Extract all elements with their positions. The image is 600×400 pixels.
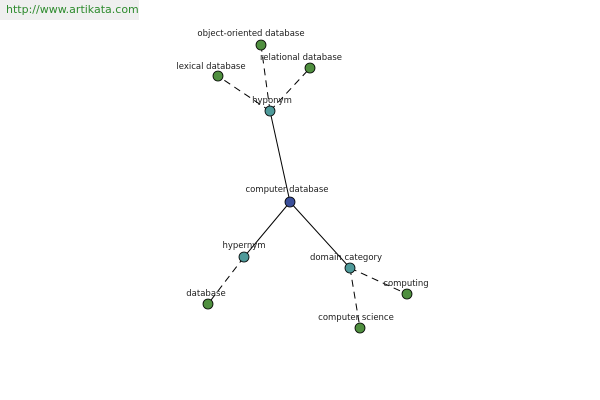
node-computer-science[interactable]: [354, 322, 366, 334]
node-hypernym[interactable]: [238, 251, 250, 263]
node-label-database[interactable]: database: [186, 289, 225, 299]
watermark-url[interactable]: http://www.artikata.com: [0, 0, 139, 20]
node-label-domain-category[interactable]: domain category: [310, 253, 382, 263]
node-label-computer-science[interactable]: computer science: [318, 313, 394, 323]
node-label-computer-database[interactable]: computer database: [245, 185, 328, 195]
labels-layer: computer database hyponym hypernym domain c…: [176, 29, 428, 323]
node-database[interactable]: [202, 298, 214, 310]
node-label-relational-database[interactable]: relational database: [260, 53, 342, 63]
node-computing[interactable]: [401, 288, 413, 300]
node-label-computing[interactable]: computing: [383, 279, 428, 289]
node-relational-database[interactable]: [304, 62, 316, 74]
node-label-lexical-database[interactable]: lexical database: [176, 62, 245, 72]
node-label-hyponym[interactable]: hyponym: [252, 96, 292, 106]
edges-layer: [207, 44, 408, 329]
node-label-hypernym[interactable]: hypernym: [222, 241, 265, 251]
node-object-oriented-database[interactable]: [255, 39, 267, 51]
nodes-layer: [202, 39, 413, 334]
edge-computer-database-to-domain-category: [289, 201, 351, 269]
edge-hyponym-to-lexical-database: [217, 75, 271, 112]
edge-computer-database-to-hyponym: [269, 110, 291, 203]
edge-hypernym-to-database: [207, 256, 245, 305]
edge-domain-category-to-computing: [349, 267, 408, 295]
node-label-object-oriented-database[interactable]: object-oriented database: [197, 29, 304, 39]
node-hyponym[interactable]: [264, 105, 276, 117]
node-computer-database[interactable]: [284, 196, 296, 208]
edge-domain-category-to-computer-science: [349, 267, 361, 329]
node-lexical-database[interactable]: [212, 70, 224, 82]
node-domain-category[interactable]: [344, 262, 356, 274]
edge-hyponym-to-relational-database: [269, 67, 311, 112]
edge-computer-database-to-hypernym: [243, 201, 291, 258]
